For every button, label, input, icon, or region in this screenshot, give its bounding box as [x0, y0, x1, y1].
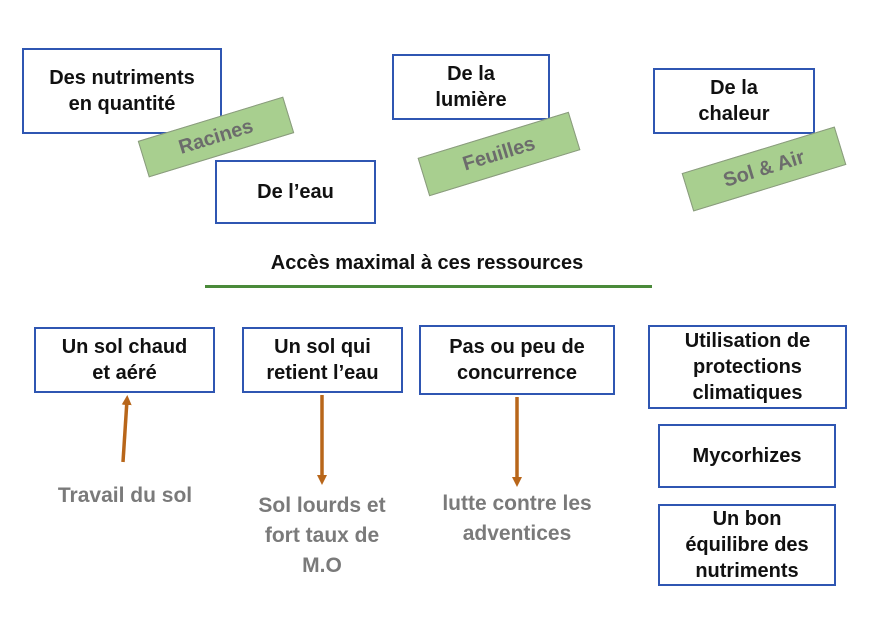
condition-climate-protection-box: Utilisation de protections climatiques — [648, 325, 847, 409]
condition-climate-protection-label: Utilisation de protections climatiques — [684, 330, 811, 404]
condition-mycorrhizae-label: Mycorhizes — [692, 445, 802, 467]
condition-mycorrhizae-box: Mycorhizes — [658, 424, 836, 488]
condition-warm-soil-label: Un sol chaud et aéré — [61, 336, 188, 384]
resource-light-label: De la lumière — [435, 63, 507, 111]
factor-weed-control: lutte contre les adventices — [442, 492, 592, 545]
access-heading: Accès maximal à ces ressources — [270, 252, 584, 274]
condition-no-competition-label: Pas ou peu de concurrence — [449, 336, 585, 384]
resource-light-box: De la lumière — [392, 54, 550, 120]
arrow-tillage-to-warm-soil — [121, 395, 132, 463]
resource-heat-label: De la chaleur — [698, 77, 770, 125]
condition-no-competition-box: Pas ou peu de concurrence — [419, 325, 615, 395]
resource-water-label: De l’eau — [257, 181, 334, 203]
factor-heavy-soil: Sol lourds et fort taux de M.O — [258, 494, 386, 577]
heading-divider — [205, 285, 652, 288]
resource-water-box: De l’eau — [215, 160, 376, 224]
condition-nutrient-balance-box: Un bon équilibre des nutriments — [658, 504, 836, 586]
resource-nutrients-label: Des nutriments en quantité — [49, 67, 195, 115]
resource-nutrients-box: Des nutriments en quantité — [22, 48, 222, 134]
factor-tillage: Travail du sol — [57, 484, 193, 507]
condition-water-retention-box: Un sol qui retient l’eau — [242, 327, 403, 393]
condition-nutrient-balance-label: Un bon équilibre des nutriments — [685, 508, 809, 582]
resource-heat-box: De la chaleur — [653, 68, 815, 134]
condition-warm-soil-box: Un sol chaud et aéré — [34, 327, 215, 393]
condition-water-retention-label: Un sol qui retient l’eau — [266, 336, 379, 384]
